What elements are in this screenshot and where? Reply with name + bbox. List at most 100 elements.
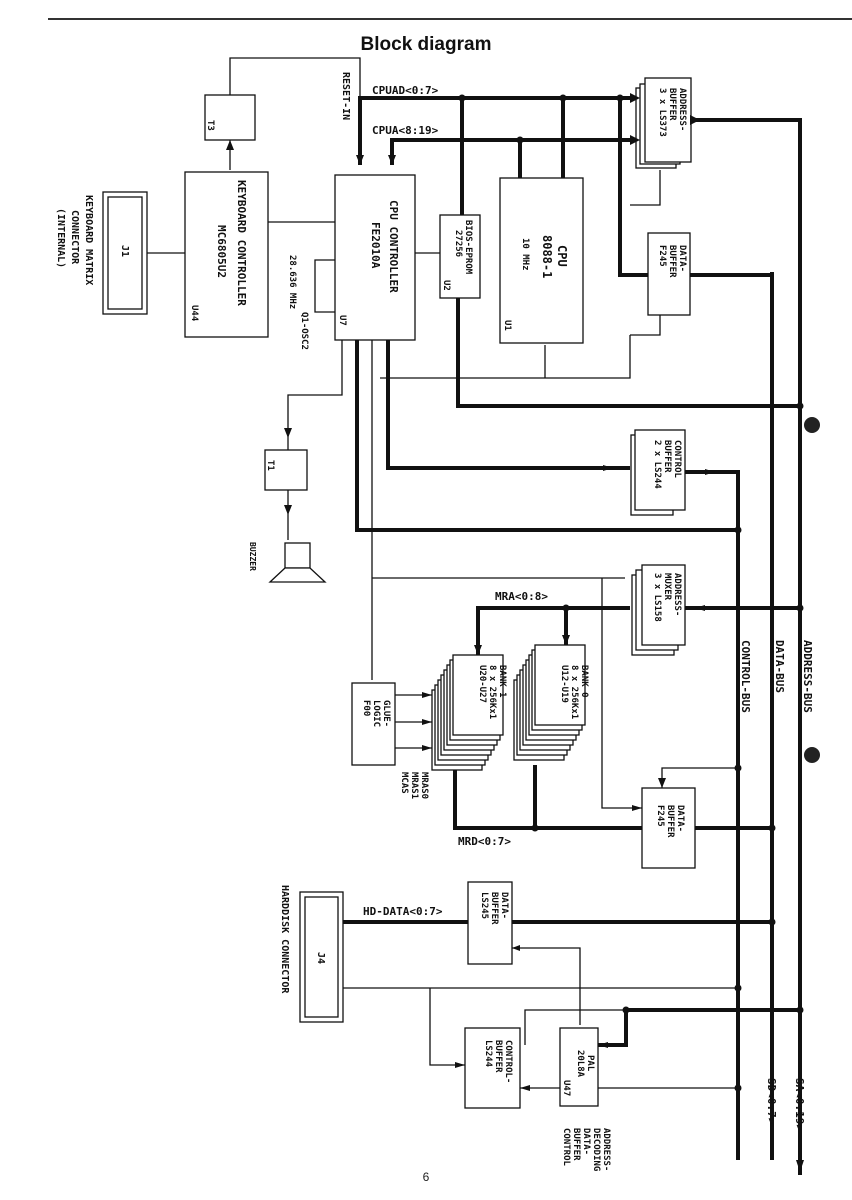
binder-hole-bottom — [804, 747, 820, 763]
cpuc-title: CPU CONTROLLER — [387, 200, 400, 293]
databuf-hd-l1: DATA- — [499, 892, 509, 919]
binder-hole-top — [804, 417, 820, 433]
bios-ref: U2 — [441, 280, 451, 291]
keyboard-connector-j1 — [102, 191, 148, 315]
transistor-t3-box — [204, 94, 256, 141]
address-muxer-box — [641, 564, 686, 646]
t1-ref: T1 — [265, 460, 275, 471]
buzzer-cone — [268, 567, 327, 583]
bank0-l1: BANK 0 — [579, 665, 589, 698]
databuf-hd-l3: LS245 — [479, 892, 489, 919]
keyboard-caption-3: (INTERNAL) — [55, 208, 66, 268]
addrbuf-l2: BUFFER — [667, 88, 677, 121]
muxer-l1: ADDRESS- — [672, 573, 682, 616]
cpu-freq: 10 MHz — [520, 238, 530, 271]
glue-l2: LOGIC — [371, 700, 381, 727]
databuf-hd-l2: BUFFER — [489, 892, 499, 925]
databuf-mid-l2: BUFFER — [665, 805, 675, 838]
cpu-part: 8088-1 — [540, 235, 554, 278]
keyboard-caption-2: CONNECTOR — [69, 210, 80, 265]
sd-label: SD<0:7> — [765, 1078, 778, 1125]
bank0-l2: 8 x 256Kx1 — [569, 665, 579, 719]
osc-freq: 28.636 MHz — [287, 255, 297, 309]
ctrlbuf-hd-l2: BUFFER — [493, 1040, 503, 1073]
hd-data-label: HD-DATA<0:7> — [363, 905, 443, 918]
harddisk-connector-j4 — [299, 891, 344, 1023]
junctions — [458, 94, 804, 1092]
glue-sig-3: MCAS — [399, 772, 409, 794]
data-bus-label: DATA-BUS — [773, 640, 786, 693]
bios-eprom-box — [439, 214, 481, 299]
bank1-chip — [452, 654, 504, 736]
databuf-mid-l3: F245 — [655, 805, 665, 827]
buzzer-box — [284, 542, 311, 569]
j4-label: J4 — [315, 952, 326, 964]
pal-l2: 20L8A — [575, 1050, 585, 1078]
cpu-box — [499, 177, 584, 344]
bios-part: 27256 — [453, 230, 463, 257]
cpua-label: CPUA<8:19> — [372, 124, 439, 137]
bank1-l2: 8 x 256Kx1 — [487, 665, 497, 719]
page-number: 6 — [422, 1170, 430, 1184]
glue-l1: GLUE- — [381, 700, 391, 727]
osc-ref: Q1-OSC2 — [299, 312, 309, 350]
glue-sig-1: MRAS0 — [419, 772, 429, 799]
control-buffer-top-box — [634, 429, 686, 511]
ctrlbuf-hd-l1: CONTROL- — [503, 1040, 513, 1083]
databuf-mid-l1: DATA- — [675, 805, 685, 832]
pal-l1: PAL — [585, 1055, 595, 1072]
muxer-l3: 3 x LS158 — [652, 573, 662, 622]
ctrlbuf-hd-l3: LS244 — [483, 1040, 493, 1068]
databuf-top-l1: DATA- — [677, 245, 687, 272]
pal-note-3: DATA- — [581, 1128, 591, 1155]
ctrlbuf-top-l1: CONTROL — [672, 440, 682, 479]
bank1-l1: BANK 1 — [497, 665, 507, 698]
cpua-bus — [390, 138, 630, 165]
kbc-ref: U44 — [189, 305, 199, 322]
reset-in-label: RESET-IN — [340, 72, 351, 120]
cpuc-ref: U7 — [337, 315, 347, 326]
arrowheads — [226, 93, 804, 1172]
glue-logic-box — [351, 682, 396, 766]
header-rule — [48, 18, 852, 20]
pal-note-1: ADDRESS- — [601, 1128, 611, 1171]
ctrlbuf-top-l3: 2 x LS244 — [652, 440, 662, 489]
t3-ref: T3 — [205, 120, 215, 131]
control-bus-label: CONTROL-BUS — [739, 640, 752, 713]
bank0-l3: U12-U19 — [559, 665, 569, 703]
address-buffer-box — [644, 77, 692, 163]
wires — [147, 57, 802, 1175]
keyboard-controller-box — [184, 171, 269, 338]
page-title: Block diagram — [360, 34, 492, 55]
bank1-l3: U20-U27 — [477, 665, 487, 703]
cpu-title: CPU — [555, 245, 569, 267]
memory-banks — [431, 644, 586, 771]
harddisk-caption: HARDDISK CONNECTOR — [279, 885, 290, 994]
address-bus-label: ADDRESS-BUS — [801, 640, 814, 713]
buzzer-label: BUZZER — [248, 542, 257, 571]
pal-ref: U47 — [561, 1080, 571, 1096]
sa-label: SA<0:19> — [793, 1078, 806, 1131]
databuf-top-l3: F245 — [657, 245, 667, 267]
cpuad-label: CPUAD<0:7> — [372, 84, 439, 97]
pal-box — [559, 1027, 599, 1107]
ctrlbuf-top-l2: BUFFER — [662, 440, 672, 473]
glue-l3: F00 — [361, 700, 371, 716]
pal-note-5: CONTROL — [561, 1128, 571, 1167]
pal-note-4: BUFFER — [571, 1128, 581, 1161]
data-buffer-hd-box — [467, 881, 513, 965]
kbc-title: KEYBOARD CONTROLLER — [235, 180, 248, 306]
cpu-controller-box — [334, 174, 416, 341]
data-buffer-top-box — [647, 232, 691, 316]
keyboard-caption-1: KEYBOARD MATRIX — [83, 195, 94, 285]
mrd-label: MRD<0:7> — [458, 835, 511, 848]
bios-title: BIOS-EPROM — [463, 220, 473, 275]
bank0-chip — [534, 644, 586, 726]
blocks — [102, 77, 692, 766]
kbc-part: MC6805U2 — [215, 225, 228, 278]
data-buffer-mid-box — [641, 787, 696, 869]
mra-label: MRA<0:8> — [495, 590, 548, 603]
cpuc-part: FE2010A — [369, 222, 382, 269]
cpu-ref: U1 — [502, 320, 512, 331]
